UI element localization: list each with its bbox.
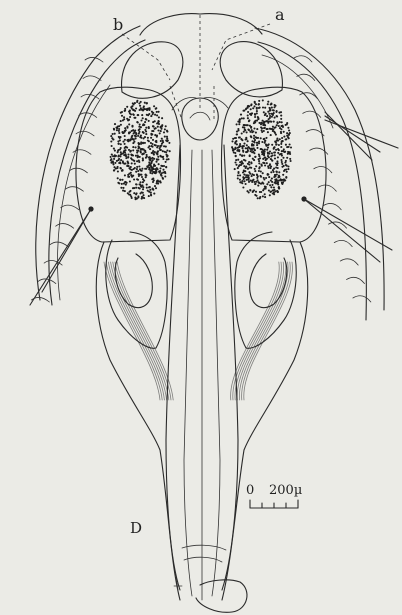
scale-zero: 0 — [246, 483, 254, 498]
scale-value: 200µ — [269, 483, 302, 498]
panel-label: D — [130, 519, 142, 537]
label-a: a — [275, 5, 285, 24]
label-b: b — [113, 15, 123, 34]
